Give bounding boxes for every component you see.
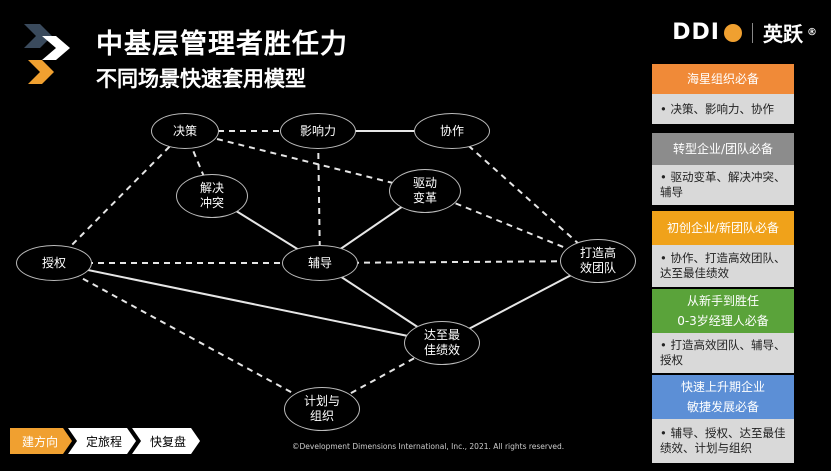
page-title: 中基层管理者胜任力 — [96, 29, 348, 60]
scenario-competencies: • 打造高效团队、辅导、授权 — [660, 338, 786, 367]
scenario-panel: 从新手到胜任 0-3岁经理人必备 • 打造高效团队、辅导、授权 — [652, 289, 794, 373]
scenario-title-line: 海星组织必备 — [686, 72, 759, 86]
node-label: 打造高 效团队 — [579, 246, 616, 275]
nav-tab-label: 定旅程 — [86, 434, 123, 449]
globe-icon — [724, 23, 742, 42]
node-label: 计划与 组织 — [303, 394, 340, 423]
node-xiezuo: 协作 — [414, 113, 490, 149]
edge-xiezuo-dazao — [451, 130, 599, 262]
node-label: 辅导 — [307, 255, 332, 270]
edge-shouquan-jihua — [53, 262, 323, 410]
node-label: 决策 — [172, 123, 197, 138]
node-jihua: 计划与 组织 — [284, 387, 360, 431]
copyright-text: ©Development Dimensions International, I… — [292, 442, 565, 451]
node-shouquan: 授权 — [16, 245, 92, 281]
scenario-competencies: • 协作、打造高效团队、达至最佳绩效 — [660, 251, 786, 280]
scenario-panel-body: • 驱动变革、解决冲突、辅导 — [652, 165, 794, 205]
scenario-competencies: • 驱动变革、解决冲突、辅导 — [660, 170, 786, 199]
scenario-panel-body: • 打造高效团队、辅导、授权 — [652, 333, 794, 373]
brand-separator — [752, 22, 753, 43]
scenario-panel-body: • 协作、打造高效团队、达至最佳绩效 — [652, 245, 794, 287]
nav-tab-label: 快复盘 — [150, 434, 187, 449]
node-label: 驱动 变革 — [412, 176, 437, 205]
registered-mark: ® — [807, 27, 817, 38]
node-label: 授权 — [41, 255, 66, 270]
scenario-title-line: 转型企业/团队必备 — [672, 142, 774, 156]
ddi-logo-text: DDI — [672, 20, 720, 45]
edge-yingxiangli-fudao — [317, 130, 321, 264]
node-qudong: 驱动 变革 — [389, 169, 461, 213]
scenario-title-line: 敏捷发展必备 — [686, 400, 759, 414]
node-juece: 决策 — [151, 113, 219, 149]
scenario-title-line: 初创企业/新团队必备 — [666, 221, 780, 235]
scenario-panel-header: 海星组织必备 — [652, 64, 794, 94]
node-label: 协作 — [439, 123, 464, 138]
scenario-panel: 转型企业/团队必备 • 驱动变革、解决冲突、辅导 — [652, 133, 794, 205]
scenario-panel-body: • 辅导、授权、达至最佳绩效、计划与组织 — [652, 419, 794, 463]
scenario-panel-header: 快速上升期企业敏捷发展必备 — [652, 375, 794, 419]
nav-tab[interactable]: 定旅程 — [68, 428, 136, 454]
competency-diagram: 决策 影响力 协作解决 冲突 驱动 变革授权 辅导 打造高 效团队达至最 佳绩效计划与 组… — [0, 100, 640, 440]
edge-juece-shouquan — [53, 130, 186, 264]
page-subtitle: 不同场景快速套用模型 — [96, 67, 306, 91]
edge-fudao-dazao — [319, 260, 599, 264]
nav-tab[interactable]: 快复盘 — [132, 428, 200, 454]
node-dazhi: 达至最 佳绩效 — [404, 321, 480, 365]
scenario-competencies: • 辅导、授权、达至最佳绩效、计划与组织 — [660, 426, 786, 455]
node-dazao: 打造高 效团队 — [560, 239, 636, 283]
scenario-panel-header: 从新手到胜任 0-3岁经理人必备 — [652, 289, 794, 333]
node-fudao: 辅导 — [282, 245, 358, 281]
scenario-title-line: 快速上升期企业 — [680, 380, 765, 394]
node-jiejue: 解决 冲突 — [176, 174, 248, 218]
node-label: 影响力 — [299, 123, 336, 138]
scenario-panel: 海星组织必备 • 决策、影响力、协作 — [652, 64, 794, 124]
scenario-competencies: • 决策、影响力、协作 — [660, 101, 774, 116]
edge-shouquan-dazhi — [53, 262, 443, 344]
scenario-title-line: 从新手到胜任 — [686, 294, 759, 308]
partner-logo-text: 英跃 — [763, 22, 803, 46]
scenario-panel-header: 转型企业/团队必备 — [652, 133, 794, 165]
scenario-panel-header: 初创企业/新团队必备 — [652, 211, 794, 245]
node-yingxiangli: 影响力 — [280, 113, 356, 149]
scenario-panel: 初创企业/新团队必备 • 协作、打造高效团队、达至最佳绩效 — [652, 211, 794, 287]
nav-tab-label: 建方向 — [22, 434, 59, 449]
scenario-title-line: 0-3岁经理人必备 — [677, 314, 769, 328]
logo-arrows-icon — [24, 24, 70, 84]
brand-logo: DDI 英跃 ® — [672, 18, 817, 47]
bottom-nav: 建方向 定旅程 快复盘 — [10, 428, 196, 454]
scenario-panel: 快速上升期企业敏捷发展必备 • 辅导、授权、达至最佳绩效、计划与组织 — [652, 375, 794, 463]
node-label: 达至最 佳绩效 — [423, 328, 460, 357]
nav-tab[interactable]: 建方向 — [10, 428, 72, 454]
scenario-panel-body: • 决策、影响力、协作 — [652, 94, 794, 124]
node-label: 解决 冲突 — [199, 181, 224, 210]
edge-juece-qudong — [184, 130, 426, 192]
